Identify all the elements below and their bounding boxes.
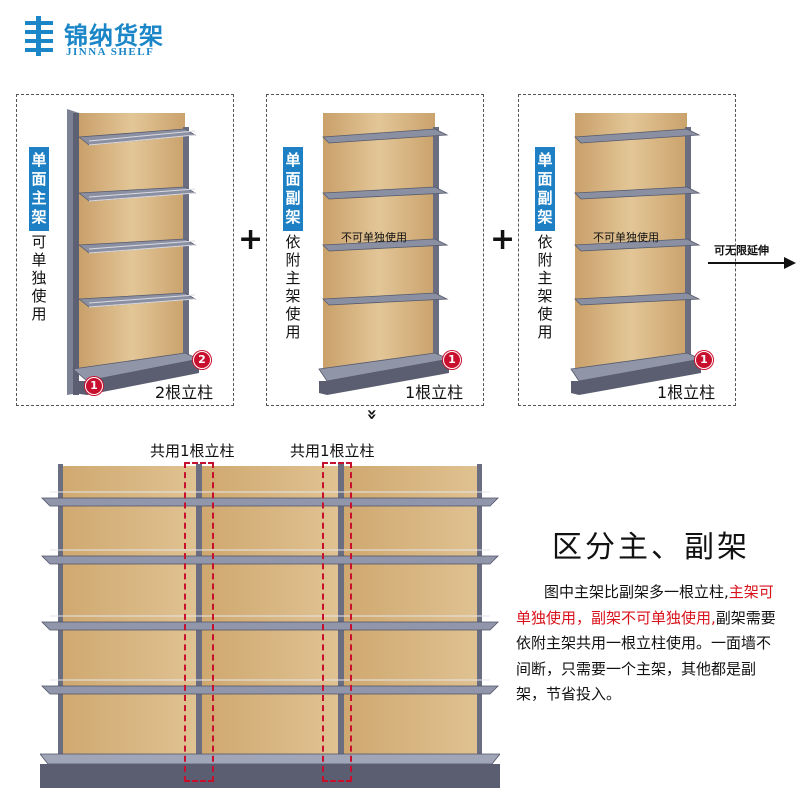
brand-name-cn: 锦纳货架 [64, 22, 164, 50]
sub-shelf-column-count-2: 1根立柱 [657, 383, 716, 402]
page-title: 区分主、副架 [552, 530, 750, 565]
main-shelf-panel: 单面主架 可单独使用 1 2 2根立柱 [16, 94, 234, 406]
sub-shelf-image-2 [570, 113, 703, 395]
shared-column-label-2: 共用1根立柱 [290, 442, 375, 460]
sub-shelf-panel-1: 单面副架 依附主架使用 不可单独使用 1 1根立柱 [266, 94, 484, 406]
sub-shelf-panel-2: 单面副架 依附主架使用 不可单独使用 1 1根立柱 [518, 94, 736, 406]
arrow-right-icon [708, 257, 796, 269]
main-shelf-usage-text: 可单独使用 [31, 233, 47, 323]
description-part-3: 副架需要依附主架共用一根立柱使用。一面墙不间断，只需要一个主架，其他都是副架，节… [516, 608, 776, 704]
shared-column-highlight-2 [322, 462, 352, 782]
sub-shelf-column-count-1: 1根立柱 [405, 383, 464, 402]
chevron-down-icon: » [361, 408, 383, 421]
main-shelf-image [67, 109, 201, 395]
brand-logo: 锦纳货架 JINNA SHELF [22, 14, 192, 64]
shelf-logo-icon [25, 16, 53, 56]
plus-sign-1: + [238, 222, 264, 257]
shared-column-highlight-1 [184, 462, 214, 782]
description-part-1: 图中主架比副架多一根立柱, [544, 583, 729, 601]
column-badge-3: 1 [443, 351, 461, 369]
description-text: 图中主架比副架多一根立柱,主架可单独使用，副架不可单独使用,副架需要依附主架共用… [516, 580, 778, 708]
plus-sign-2: + [490, 222, 516, 257]
column-badge-4: 1 [695, 351, 713, 369]
combined-shelf-image [40, 464, 500, 788]
description-highlight: 主架可单独使用，副架不可单独使用, [516, 583, 774, 627]
sub-shelf-usage-text-2: 依附主架使用 [537, 233, 553, 341]
sub-shelf-usage-text-1: 依附主架使用 [285, 233, 301, 341]
main-shelf-column-count: 2根立柱 [155, 383, 214, 402]
column-badge-2: 2 [193, 351, 211, 369]
sub-shelf-overlay-text-1: 不可单独使用 [341, 231, 407, 244]
shared-column-label-1: 共用1根立柱 [150, 442, 235, 460]
brand-name-en: JINNA SHELF [66, 46, 155, 58]
sub-shelf-overlay-text-2: 不可单独使用 [593, 231, 659, 244]
sub-shelf-image-1 [318, 113, 451, 395]
extend-label: 可无限延伸 [714, 244, 769, 257]
sub-shelf-type-label-1: 单面副架 [283, 147, 303, 231]
column-badge-1: 1 [85, 377, 103, 395]
sub-shelf-type-label-2: 单面副架 [535, 147, 555, 231]
main-shelf-type-label: 单面主架 [29, 147, 49, 231]
